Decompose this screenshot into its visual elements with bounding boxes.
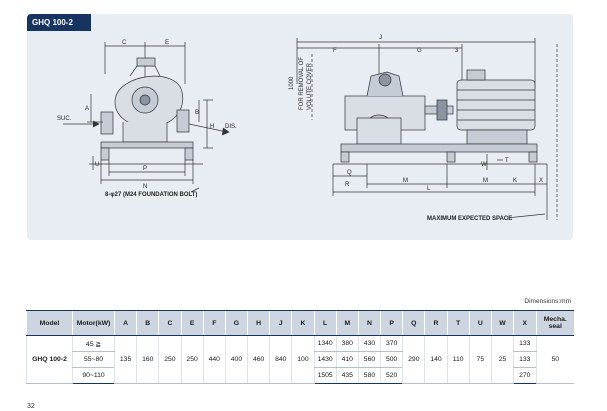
header-p: P bbox=[380, 310, 403, 336]
header-r: R bbox=[424, 310, 448, 336]
front-view bbox=[63, 42, 230, 193]
cell-p: 500 bbox=[380, 351, 403, 368]
dim-label-3: 3 bbox=[455, 48, 459, 54]
header-l: L bbox=[313, 310, 337, 336]
cell-x: 133 bbox=[513, 351, 536, 368]
cell-n: 430 bbox=[357, 335, 381, 352]
removal-note-line1: FOR REMOVAL OF bbox=[299, 57, 305, 110]
dim-label-g: G bbox=[417, 48, 422, 54]
cell-n: 560 bbox=[357, 351, 381, 368]
cell-p: 370 bbox=[380, 335, 403, 352]
cell-l: 1430 bbox=[313, 351, 337, 368]
dim-label-h: H bbox=[210, 124, 214, 130]
header-x: X bbox=[513, 310, 536, 336]
dimension-table: Model Motor(kW) A B C E F G H J K L M N … bbox=[26, 310, 574, 384]
cell-x: 133 bbox=[513, 335, 536, 352]
dim-label-q: Q bbox=[347, 170, 352, 176]
header-mecha-seal: Mecha.seal bbox=[535, 310, 574, 336]
cell-j: 840 bbox=[269, 335, 292, 384]
side-view bbox=[296, 38, 558, 220]
cell-m: 435 bbox=[335, 367, 359, 384]
cell-m: 380 bbox=[335, 335, 359, 352]
cell-t: 110 bbox=[446, 335, 470, 384]
header-h: H bbox=[247, 310, 270, 336]
header-model: Model bbox=[26, 310, 73, 336]
header-w: W bbox=[490, 310, 514, 336]
header-q: Q bbox=[402, 310, 425, 336]
cell-p: 520 bbox=[380, 367, 403, 384]
dim-label-e: E bbox=[165, 40, 169, 46]
cell-c: 250 bbox=[158, 335, 182, 384]
cell-q: 290 bbox=[402, 335, 425, 384]
table-row: 90~110 1505 435 580 520 270 bbox=[27, 367, 575, 384]
dim-label-n: N bbox=[143, 184, 147, 190]
dimension-drawing: C E A B H P N U SUC. DIS. 8-φ27 (M24 FOU… bbox=[57, 35, 558, 222]
cell-g: 400 bbox=[224, 335, 248, 384]
cell-motor: 90~110 bbox=[72, 367, 115, 384]
removal-note-line2: VOLUTE COVER bbox=[307, 62, 313, 110]
cell-b: 160 bbox=[136, 335, 159, 384]
cell-w: 25 bbox=[490, 335, 514, 384]
dim-label-c: C bbox=[122, 40, 127, 46]
header-k: K bbox=[291, 310, 315, 336]
dim-label-f: F bbox=[333, 48, 337, 54]
suction-label: SUC. bbox=[57, 116, 72, 122]
dim-label-a: A bbox=[85, 106, 89, 112]
table-row: GHQ 100-2 45 ≧ 135 160 250 250 440 400 4… bbox=[26, 335, 574, 384]
page-number: 32 bbox=[27, 403, 35, 410]
dim-label-p: P bbox=[143, 166, 147, 172]
header-n: N bbox=[357, 310, 381, 336]
dim-label-l: L bbox=[427, 186, 431, 192]
max-expected-space-note: MAXIMUM EXPECTED SPACE bbox=[427, 216, 512, 222]
header-t: T bbox=[446, 310, 470, 336]
cell-h: 460 bbox=[247, 335, 270, 384]
dim-label-m-pump: M bbox=[403, 178, 408, 184]
model-tab: GHQ 100-2 bbox=[27, 14, 91, 31]
cell-a: 135 bbox=[113, 335, 137, 384]
dim-label-m-motor: M bbox=[483, 178, 488, 184]
cell-motor: 45 ≧ bbox=[72, 335, 115, 352]
cell-x: 270 bbox=[513, 367, 536, 384]
cell-seal: 50 bbox=[535, 335, 574, 384]
cell-k: 100 bbox=[291, 335, 315, 384]
cell-motor: 55~80 bbox=[72, 351, 115, 368]
header-e: E bbox=[180, 310, 204, 336]
header-c: C bbox=[158, 310, 182, 336]
header-f: F bbox=[202, 310, 226, 336]
table-header-row: Model Motor(kW) A B C E F G H J K L M N … bbox=[26, 310, 574, 336]
cell-l: 1340 bbox=[313, 335, 337, 352]
header-m: M bbox=[335, 310, 359, 336]
dim-label-j: J bbox=[379, 35, 382, 41]
dim-label-u: U bbox=[95, 162, 99, 168]
discharge-label: DIS. bbox=[225, 124, 237, 130]
dim-label-w: W bbox=[481, 162, 487, 168]
cell-e: 250 bbox=[180, 335, 204, 384]
header-g: G bbox=[224, 310, 248, 336]
cell-n: 580 bbox=[357, 367, 381, 384]
dim-label-x: X bbox=[539, 178, 543, 184]
dimensions-unit-note: Dimensions:mm bbox=[524, 298, 571, 305]
header-motor: Motor(kW) bbox=[72, 310, 115, 336]
header-a: A bbox=[113, 310, 137, 336]
removal-note-distance: 1000 bbox=[289, 76, 295, 90]
header-b: B bbox=[136, 310, 159, 336]
foundation-bolt-note: 8-φ27 (M24 FOUNDATION BOLT) bbox=[105, 192, 197, 198]
dim-label-b: B bbox=[195, 110, 199, 116]
header-j: J bbox=[269, 310, 292, 336]
dim-label-t: T bbox=[505, 158, 509, 164]
dim-label-r: R bbox=[345, 182, 350, 188]
cell-l: 1505 bbox=[313, 367, 337, 384]
cell-model: GHQ 100-2 bbox=[26, 335, 73, 384]
dim-label-k: K bbox=[513, 178, 517, 184]
cell-m: 410 bbox=[335, 351, 359, 368]
header-u: U bbox=[468, 310, 492, 336]
cell-r: 140 bbox=[424, 335, 448, 384]
cell-f: 440 bbox=[202, 335, 226, 384]
table-row: 55~80 1430 410 560 500 133 bbox=[27, 351, 575, 368]
cell-u: 75 bbox=[468, 335, 492, 384]
